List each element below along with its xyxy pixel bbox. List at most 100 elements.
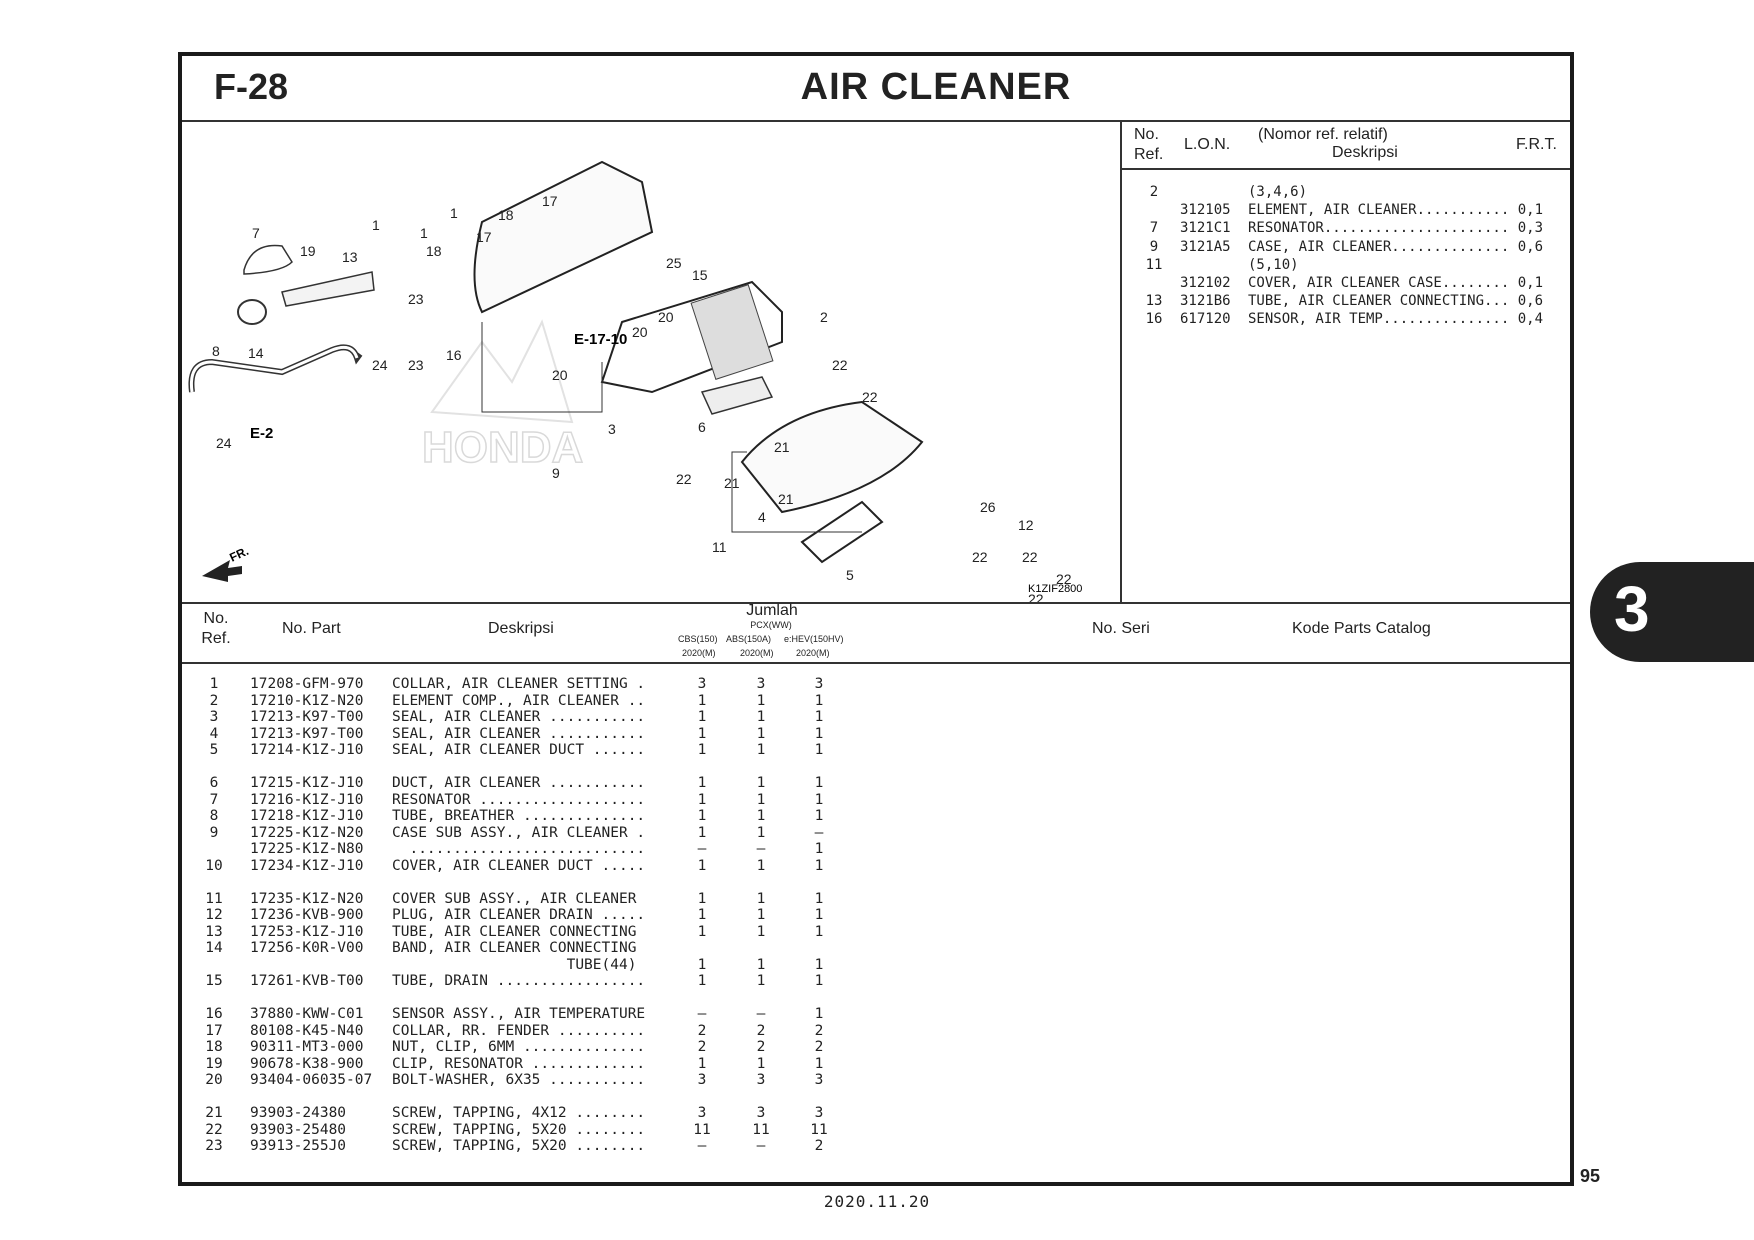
frt-lon: 3121C1 bbox=[1180, 220, 1231, 237]
callout-label: 24 bbox=[372, 357, 388, 373]
parts-q2: 1 bbox=[756, 973, 766, 989]
parts-ref: 2 bbox=[209, 692, 219, 709]
callout-label: 22 bbox=[972, 549, 988, 565]
cover-part bbox=[740, 400, 924, 514]
parts-pn: 17253-K1Z-J10 bbox=[250, 923, 364, 940]
parts-ref: 16 bbox=[205, 1006, 223, 1022]
bracket-line bbox=[731, 451, 862, 533]
parts-year-3: 2020(M) bbox=[796, 648, 830, 658]
page-header: F-28 AIR CLEANER bbox=[182, 56, 1570, 122]
parts-q2: – bbox=[756, 1138, 766, 1154]
front-label: FR. bbox=[227, 544, 250, 565]
frt-no: 7 bbox=[1149, 220, 1159, 237]
parts-ds: TUBE(44) bbox=[392, 956, 637, 973]
parts-q1: 1 bbox=[697, 923, 707, 940]
parts-pn: 90311-MT3-000 bbox=[250, 1039, 364, 1055]
parts-q1: 1 bbox=[697, 907, 707, 923]
parts-q2: 1 bbox=[756, 890, 766, 907]
parts-q2: 1 bbox=[756, 1055, 766, 1072]
parts-ref: 7 bbox=[209, 791, 219, 808]
callout-label: 21 bbox=[778, 491, 794, 507]
parts-ref: 11 bbox=[205, 890, 223, 907]
parts-ds: COLLAR, RR. FENDER .......... bbox=[392, 1022, 646, 1039]
parts-ref: 4 bbox=[209, 725, 219, 742]
parts-ds: DUCT, AIR CLEANER ........... bbox=[392, 775, 646, 791]
section-number: 3 bbox=[1614, 573, 1650, 645]
parts-q3: – bbox=[814, 824, 824, 841]
callout-label: 5 bbox=[846, 567, 854, 583]
callout-label: 21 bbox=[724, 475, 740, 491]
parts-ref: 19 bbox=[205, 1055, 223, 1072]
frt-no: No. bbox=[1134, 126, 1159, 143]
parts-ds: PLUG, AIR CLEANER DRAIN ..... bbox=[392, 907, 646, 923]
parts-q3: 1 bbox=[814, 742, 824, 758]
parts-q3: 1 bbox=[814, 841, 824, 857]
parts-abs: ABS(150A) bbox=[726, 634, 772, 644]
parts-q1: 1 bbox=[697, 824, 707, 841]
parts-q2: 1 bbox=[756, 742, 766, 758]
parts-q1: 1 bbox=[697, 725, 707, 742]
frt-desc: CASE, AIR CLEANER.............. 0,6 bbox=[1248, 238, 1544, 255]
callout-label: 23 bbox=[408, 357, 424, 373]
parts-q3: 3 bbox=[814, 676, 824, 692]
frt-desc: ELEMENT, AIR CLEANER........... 0,1 bbox=[1248, 202, 1544, 219]
parts-ds: SCREW, TAPPING, 5X20 ........ bbox=[392, 1121, 646, 1138]
callout-label: 26 bbox=[980, 499, 996, 515]
parts-q1: – bbox=[697, 841, 707, 857]
parts-pn: 17210-K1Z-N20 bbox=[250, 692, 364, 709]
parts-ds: TUBE, DRAIN ................. bbox=[392, 973, 646, 989]
parts-pn: 17213-K97-T00 bbox=[250, 725, 364, 742]
parts-q3: 2 bbox=[814, 1138, 824, 1154]
parts-pn: 93913-255J0 bbox=[250, 1138, 347, 1154]
callout-label: 22 bbox=[676, 471, 692, 487]
parts-q1: 1 bbox=[697, 791, 707, 808]
parts-q3: 1 bbox=[814, 775, 824, 791]
page-number: 95 bbox=[1580, 1166, 1601, 1186]
frt-no: 13 bbox=[1145, 293, 1163, 310]
parts-q1: 1 bbox=[697, 857, 707, 874]
parts-q3: 1 bbox=[814, 973, 824, 989]
frt-desc: SENSOR, AIR TEMP............... 0,4 bbox=[1248, 311, 1544, 328]
callout-label: 12 bbox=[1018, 517, 1034, 533]
frt-desc: TUBE, AIR CLEANER CONNECTING... 0,6 bbox=[1248, 293, 1544, 310]
parts-q2: 1 bbox=[756, 709, 766, 725]
callout-label: 20 bbox=[658, 309, 674, 325]
parts-ds: CASE SUB ASSY., AIR CLEANER . bbox=[392, 824, 646, 841]
parts-pn: 17216-K1Z-J10 bbox=[250, 791, 364, 808]
frt-no: 2 bbox=[1149, 184, 1159, 200]
exploded-diagram: HONDA 1 bbox=[182, 122, 1122, 645]
parts-q2: 1 bbox=[756, 791, 766, 808]
parts-pn: 93404-06035-07 bbox=[250, 1072, 373, 1088]
parts-ds: BAND, AIR CLEANER CONNECTING bbox=[392, 940, 637, 956]
parts-q1: 1 bbox=[697, 808, 707, 824]
parts-q3: 1 bbox=[814, 1055, 824, 1072]
frt-desc: RESONATOR...................... 0,3 bbox=[1248, 220, 1544, 237]
frt-nomor: (Nomor ref. relatif) bbox=[1258, 126, 1388, 143]
frt-desc: (5,10) bbox=[1248, 256, 1299, 273]
air-cleaner-case-part bbox=[473, 160, 654, 314]
wing-logo-icon bbox=[430, 319, 574, 424]
parts-q1: – bbox=[697, 1006, 707, 1022]
parts-q2: 1 bbox=[756, 692, 766, 709]
parts-q2: 1 bbox=[756, 857, 766, 874]
parts-pn: 93903-24380 bbox=[250, 1105, 347, 1121]
parts-q3: 1 bbox=[814, 692, 824, 709]
parts-q1: 1 bbox=[697, 890, 707, 907]
page-title: AIR CLEANER bbox=[800, 66, 1072, 108]
callout-label: 1 bbox=[450, 205, 458, 221]
callout-label: 22 bbox=[862, 389, 878, 405]
parts-pn: 17215-K1Z-J10 bbox=[250, 775, 364, 791]
parts-q3: 1 bbox=[814, 791, 824, 808]
callout-label: 7 bbox=[252, 225, 260, 241]
parts-ref: 3 bbox=[209, 709, 219, 725]
callout-label: 22 bbox=[832, 357, 848, 373]
parts-ref: 21 bbox=[205, 1105, 223, 1121]
frt-desc: COVER, AIR CLEANER CASE........ 0,1 bbox=[1248, 274, 1544, 291]
front-arrow-icon bbox=[202, 560, 242, 582]
parts-q2: 3 bbox=[756, 676, 766, 692]
diagram-svg: HONDA 1 bbox=[188, 160, 1098, 645]
parts-part: No. Part bbox=[282, 620, 341, 637]
parts-pn: 17234-K1Z-J10 bbox=[250, 857, 364, 874]
parts-catalog: Kode Parts Catalog bbox=[1292, 620, 1431, 637]
parts-ds: SCREW, TAPPING, 4X12 ........ bbox=[392, 1105, 646, 1121]
